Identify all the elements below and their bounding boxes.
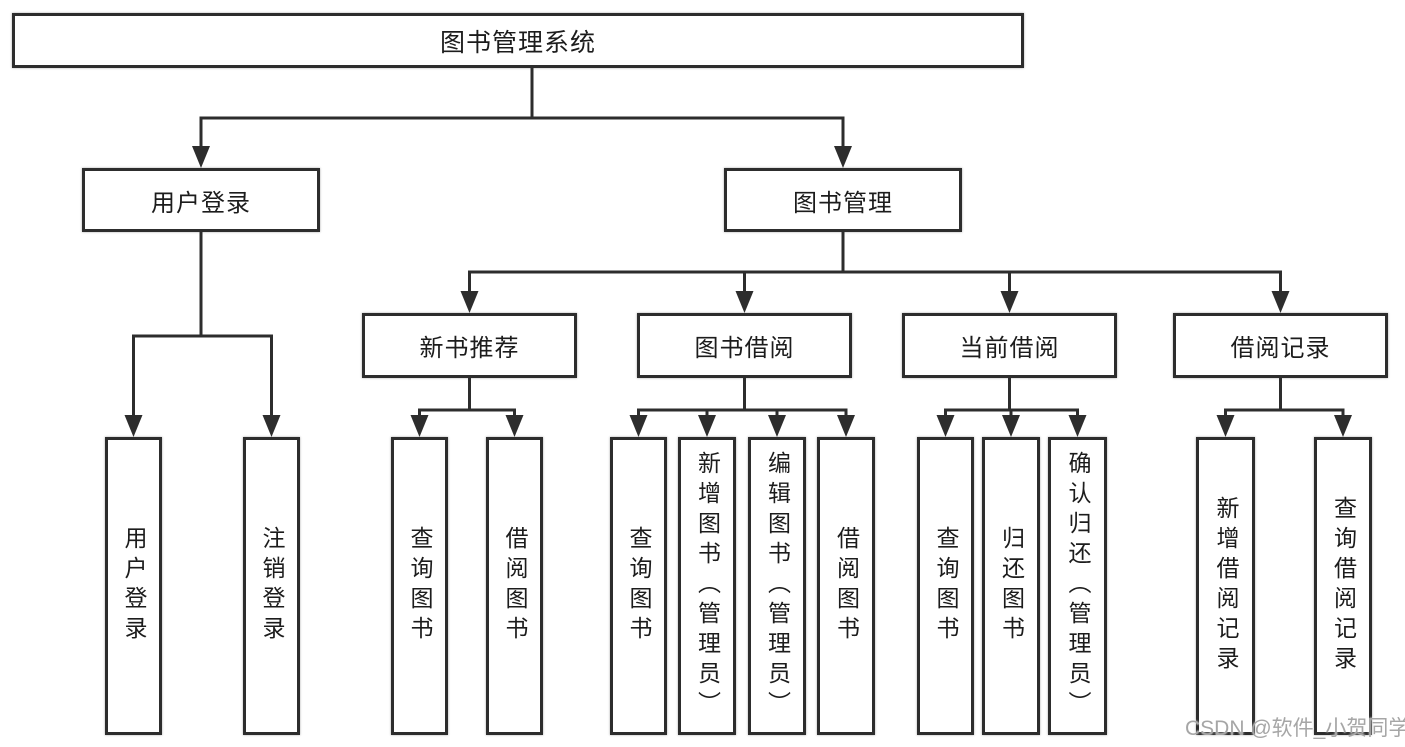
node-new-book-recommendation: 新书推荐 xyxy=(362,313,577,378)
leaf-logout: 注销登录 xyxy=(243,437,300,735)
leaf-records-add-record: 新增借阅记录 xyxy=(1196,437,1255,735)
csdn-watermark: CSDN @软件_小贺同学 xyxy=(1185,717,1405,740)
leaf-newrec-query-books: 查询图书 xyxy=(391,437,448,735)
node-library-management-system: 图书管理系统 xyxy=(12,13,1024,68)
leaf-newrec-borrow-books: 借阅图书 xyxy=(486,437,543,735)
node-current-borrowing: 当前借阅 xyxy=(902,313,1117,378)
node-book-management: 图书管理 xyxy=(724,168,962,232)
leaf-current-query-books: 查询图书 xyxy=(917,437,974,735)
leaf-current-confirm-return-admin: 确认归还（管理员） xyxy=(1048,437,1107,735)
leaf-current-return-books: 归还图书 xyxy=(982,437,1040,735)
leaf-user-login: 用户登录 xyxy=(105,437,162,735)
node-book-borrowing: 图书借阅 xyxy=(637,313,852,378)
leaf-borrow-add-books-admin: 新增图书（管理员） xyxy=(678,437,736,735)
leaf-borrow-borrow-books: 借阅图书 xyxy=(817,437,875,735)
leaf-records-query-record: 查询借阅记录 xyxy=(1314,437,1372,735)
leaf-borrow-query-books: 查询图书 xyxy=(610,437,667,735)
leaf-borrow-edit-books-admin: 编辑图书（管理员） xyxy=(748,437,806,735)
node-borrowing-records: 借阅记录 xyxy=(1173,313,1388,378)
node-user-login: 用户登录 xyxy=(82,168,320,232)
